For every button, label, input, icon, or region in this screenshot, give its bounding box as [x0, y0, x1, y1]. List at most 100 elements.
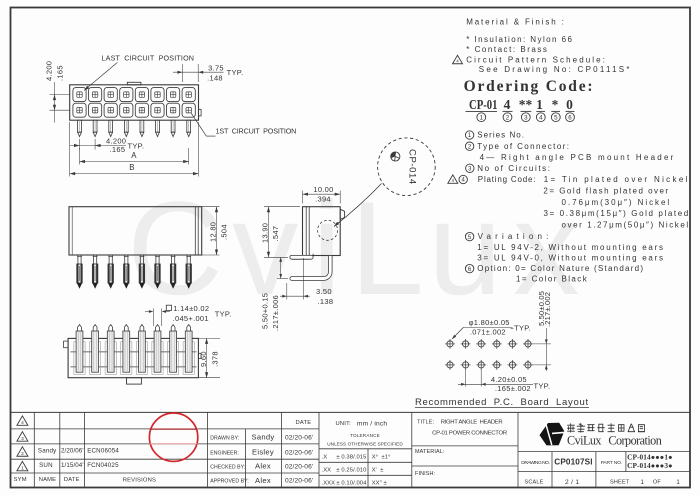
svg-text:x: x — [513, 175, 580, 323]
svg-text:.547: .547 — [271, 226, 280, 242]
svg-text:13.90: 13.90 — [261, 223, 270, 243]
svg-text:02/20-06': 02/20-06' — [285, 449, 313, 456]
svg-text:SHEET: SHEET — [610, 480, 630, 486]
svg-text:4: 4 — [452, 178, 455, 183]
svg-text:.138: .138 — [318, 297, 334, 306]
svg-text:6: 6 — [568, 114, 572, 121]
svg-text:X° ±1°: X° ±1° — [372, 454, 391, 460]
svg-text:CP-014●●●1●: CP-014●●●1● — [627, 453, 672, 462]
svg-text:C: C — [127, 175, 223, 323]
svg-text:PART NO.: PART NO. — [601, 460, 623, 466]
svg-text:1: 1 — [676, 479, 680, 486]
svg-text:.165: .165 — [110, 145, 126, 154]
svg-text:over 1.27μm(50μ″) Nickel: over 1.27μm(50μ″) Nickel — [562, 221, 689, 230]
svg-text:5: 5 — [468, 235, 472, 241]
svg-text:2/20/06': 2/20/06' — [61, 447, 84, 454]
svg-text:.045+.001: .045+.001 — [173, 314, 209, 323]
svg-text:See Drawing No: CP0111S*: See Drawing No: CP0111S* — [479, 65, 630, 74]
svg-text:*: * — [552, 97, 559, 112]
svg-text:Circuit Pattern Schedule:: Circuit Pattern Schedule: — [466, 56, 605, 65]
svg-text:4: 4 — [504, 97, 511, 112]
svg-text:3= 0.38μm(15μ″) Gold plated: 3= 0.38μm(15μ″) Gold plated — [544, 209, 689, 218]
svg-text:1ST CIRCUIT POSITION: 1ST CIRCUIT POSITION — [216, 127, 297, 136]
svg-text:0: 0 — [566, 97, 573, 112]
svg-text:5.50+0.15: 5.50+0.15 — [261, 293, 270, 329]
svg-text:i: i — [312, 175, 342, 323]
svg-text:3.50: 3.50 — [316, 287, 332, 296]
svg-text:1= Tin plated over Nickel: 1= Tin plated over Nickel — [544, 175, 688, 184]
svg-text:CP-014: CP-014 — [407, 149, 418, 185]
svg-text:UNLESS OTHERWISE SPECIFIED: UNLESS OTHERWISE SPECIFIED — [327, 442, 403, 447]
svg-text:.217±.006: .217±.006 — [271, 295, 280, 331]
svg-text:* Contact: Brass: * Contact: Brass — [466, 45, 547, 54]
svg-text:4.200: 4.200 — [45, 61, 54, 81]
svg-text:UNIT:: UNIT: — [336, 421, 352, 427]
svg-text:2 / 1: 2 / 1 — [565, 479, 579, 486]
svg-text:4: 4 — [539, 114, 543, 121]
svg-text:v: v — [232, 175, 299, 323]
svg-text:φ1.80±0.05: φ1.80±0.05 — [469, 318, 510, 327]
svg-text:LAST CIRCUIT POSITION: LAST CIRCUIT POSITION — [102, 53, 195, 62]
svg-text:Material & Finish :: Material & Finish : — [466, 18, 564, 27]
svg-text:OF: OF — [653, 480, 661, 486]
svg-text:.378: .378 — [211, 351, 220, 367]
svg-text:TYP.: TYP. — [534, 381, 551, 390]
svg-text:1.14±0.02: 1.14±0.02 — [173, 304, 209, 313]
svg-text:Option: 0= Color Nature (Stand: Option: 0= Color Nature (Standard) — [477, 264, 643, 273]
svg-text:Recommended P.C. Board Layo: Recommended P.C. Board Layout — [415, 397, 589, 408]
svg-text:.165: .165 — [56, 65, 65, 81]
svg-text:10.00: 10.00 — [313, 185, 333, 194]
svg-text:.504: .504 — [220, 224, 229, 240]
svg-text:± 0.10/.004: ± 0.10/.004 — [336, 480, 367, 486]
svg-text:.165±.002: .165±.002 — [495, 384, 531, 393]
svg-text:u: u — [428, 175, 502, 323]
svg-text:2: 2 — [506, 114, 510, 121]
svg-text:Series No.: Series No. — [477, 131, 524, 140]
svg-text:SUN: SUN — [39, 462, 53, 469]
svg-text:A: A — [131, 151, 137, 160]
svg-text:XX″ ±: XX″ ± — [372, 480, 387, 486]
svg-text:3.75: 3.75 — [208, 64, 224, 73]
svg-text:REVISIONS: REVISIONS — [123, 477, 156, 483]
svg-text:12.80: 12.80 — [209, 222, 218, 242]
svg-text:Type of Connector:: Type of Connector: — [477, 142, 569, 151]
svg-text:Alex: Alex — [255, 462, 271, 471]
svg-text:B: B — [129, 163, 135, 172]
svg-text:1: 1 — [536, 97, 543, 112]
svg-text:1: 1 — [641, 479, 645, 486]
svg-text:FCN04025: FCN04025 — [87, 462, 119, 469]
svg-text:0.76μm(30μ″) Nickel: 0.76μm(30μ″) Nickel — [562, 198, 670, 207]
svg-text:4— Right angle PCB mount Heade: 4— Right angle PCB mount Header — [480, 153, 674, 162]
svg-text:1/15/04': 1/15/04' — [61, 462, 84, 469]
svg-text:MATERIAL:: MATERIAL: — [415, 449, 445, 455]
svg-text:± 0.38/.015: ± 0.38/.015 — [336, 454, 366, 460]
svg-text:mm / inch: mm / inch — [357, 420, 388, 427]
svg-text:02/20-06': 02/20-06' — [285, 434, 313, 441]
svg-text:4: 4 — [21, 420, 24, 426]
svg-text:Sandy: Sandy — [38, 447, 57, 454]
svg-text:1= Color Black: 1= Color Black — [516, 275, 588, 284]
svg-text:1: 1 — [468, 133, 472, 139]
svg-text:No of Circuits:: No of Circuits: — [477, 164, 550, 173]
svg-text:TYP.: TYP. — [227, 68, 244, 77]
svg-text:02/20-06': 02/20-06' — [285, 463, 313, 470]
svg-text:1: 1 — [21, 466, 24, 472]
svg-text:TITLE:: TITLE: — [417, 420, 434, 426]
svg-text:TYP.: TYP. — [514, 323, 531, 332]
svg-text:5.50±0.05: 5.50±0.05 — [537, 291, 546, 326]
svg-text:4: 4 — [456, 59, 459, 64]
svg-text:Ordering Code:: Ordering Code: — [464, 78, 593, 95]
svg-text:SCALE: SCALE — [525, 480, 544, 486]
svg-text:DATE: DATE — [296, 420, 312, 426]
svg-text:CP-01 POWER CONNECTOR: CP-01 POWER CONNECTOR — [432, 431, 507, 437]
svg-text:± 0.25/.010: ± 0.25/.010 — [336, 467, 366, 473]
svg-text:1: 1 — [480, 114, 484, 121]
svg-text:L: L — [350, 175, 424, 323]
svg-text:SYM: SYM — [14, 477, 27, 483]
svg-text:4: 4 — [462, 178, 466, 184]
svg-text:* Insulation: Nylon 66: * Insulation: Nylon 66 — [466, 35, 572, 44]
svg-text:TYP.: TYP. — [215, 310, 232, 319]
svg-text:.394: .394 — [315, 195, 331, 204]
svg-text:3: 3 — [21, 436, 24, 442]
svg-text:Sandy: Sandy — [251, 433, 274, 442]
